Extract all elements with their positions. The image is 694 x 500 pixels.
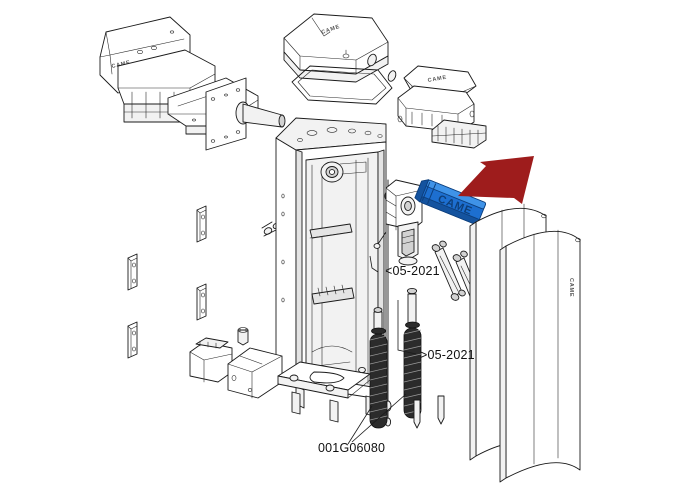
main-cabinet-frame xyxy=(275,117,392,427)
balance-spring-left xyxy=(369,307,388,429)
battery-pack xyxy=(189,337,233,383)
small-bracket-mid xyxy=(196,283,207,321)
leader-lines xyxy=(347,255,417,445)
gearmotor-assembly xyxy=(373,179,423,266)
flange-plate-with-shaft xyxy=(205,77,286,151)
brand-control-unit: CAME xyxy=(427,75,447,84)
small-bracket-left-upper xyxy=(127,253,138,291)
small-bracket-left-lower xyxy=(127,321,138,359)
terminal-block xyxy=(431,119,487,149)
brand-door-panel-front: CAME xyxy=(568,278,574,297)
variant-after-label: >05-2021 xyxy=(420,348,475,362)
cover-gasket-frame xyxy=(291,53,397,105)
top-cover-lid: CAME xyxy=(283,13,389,83)
tie-rod-left xyxy=(431,240,466,301)
part-number-label: 001G06080 xyxy=(318,441,385,455)
battery-cover xyxy=(227,347,283,399)
curved-door-panel-front: CAME xyxy=(499,229,581,483)
variant-before-label: <05-2021 xyxy=(385,264,440,278)
spring-anchor-pins xyxy=(413,395,445,429)
control-unit-box xyxy=(397,85,475,133)
pointer-arrow xyxy=(458,156,534,204)
balance-spring-right xyxy=(403,287,422,419)
small-bracket-upper xyxy=(196,205,207,243)
base-anchor-plate xyxy=(277,361,371,423)
brand-top-cover: CAME xyxy=(321,24,341,36)
cap-part xyxy=(237,327,249,346)
